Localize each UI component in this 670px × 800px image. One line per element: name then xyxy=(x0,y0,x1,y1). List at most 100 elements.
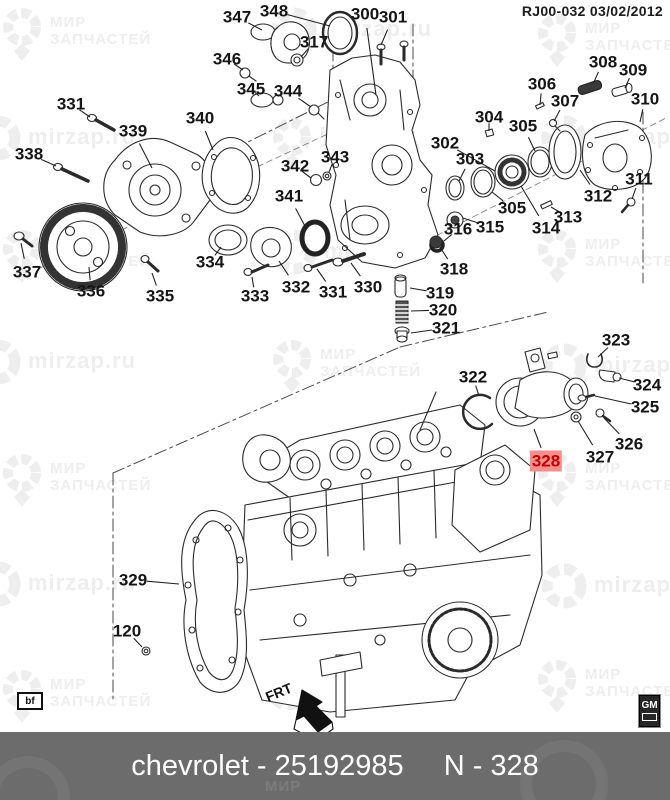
part-label-318[interactable]: 318 xyxy=(439,259,469,279)
part-label-341[interactable]: 341 xyxy=(274,186,304,206)
part-label-301[interactable]: 301 xyxy=(378,7,408,27)
water-outlet-housing xyxy=(461,347,622,431)
part-label-303[interactable]: 303 xyxy=(455,149,485,169)
part-label-328-highlighted[interactable]: 328 xyxy=(529,450,563,472)
part-label-312[interactable]: 312 xyxy=(583,186,613,206)
part-label-329[interactable]: 329 xyxy=(118,570,148,590)
part-label-305[interactable]: 305 xyxy=(497,198,527,218)
part-label-346[interactable]: 346 xyxy=(212,49,242,69)
part-label-326[interactable]: 326 xyxy=(614,434,644,454)
part-label-321[interactable]: 321 xyxy=(431,318,461,338)
watermark-pin-icon xyxy=(538,14,576,67)
part-label-315[interactable]: 315 xyxy=(475,217,505,237)
part-label-335[interactable]: 335 xyxy=(145,286,175,306)
part-label-322[interactable]: 322 xyxy=(458,367,488,387)
gm-logo-subbar xyxy=(642,713,657,721)
watermark-circle-icon xyxy=(0,561,21,607)
part-label-311[interactable]: 311 xyxy=(625,169,653,189)
watermark-site-text: mirzap.ru xyxy=(28,570,137,595)
watermark-pin-icon xyxy=(538,660,576,713)
watermark-pin-icon xyxy=(538,230,576,283)
gm-logo: GM xyxy=(639,695,660,727)
watermark: mirzap.ru xyxy=(0,112,136,164)
watermark: mirzap.ru xyxy=(0,336,136,388)
watermark-site-text: mirzap.ru xyxy=(594,572,670,597)
part-label-336[interactable]: 336 xyxy=(76,281,106,301)
part-label-313[interactable]: 313 xyxy=(553,207,583,227)
water-pump-parts xyxy=(103,137,332,268)
part-label-319[interactable]: 319 xyxy=(425,283,455,303)
footer-part-text: chevrolet - 25192985 xyxy=(131,749,404,782)
part-label-327[interactable]: 327 xyxy=(585,447,615,467)
part-label-347[interactable]: 347 xyxy=(222,7,252,27)
watermark: mirzap.ru xyxy=(0,558,136,610)
watermark-circle-icon xyxy=(0,339,21,385)
part-label-320[interactable]: 320 xyxy=(428,300,458,320)
engine-block xyxy=(239,391,543,718)
footer-watermark-circle xyxy=(0,756,70,800)
document-code: RJ00-032 03/02/2012 xyxy=(521,3,663,19)
part-label-324[interactable]: 324 xyxy=(632,375,662,395)
watermark-pin-icon xyxy=(273,118,311,171)
part-label-348[interactable]: 348 xyxy=(259,1,289,21)
tensioner-parts xyxy=(394,235,443,343)
part-label-305[interactable]: 305 xyxy=(508,116,538,136)
part-label-344[interactable]: 344 xyxy=(273,81,303,101)
engine-exploded-diagram: FRT xyxy=(13,10,667,732)
part-label-310[interactable]: 310 xyxy=(630,89,660,109)
part-label-307[interactable]: 307 xyxy=(550,91,580,111)
watermark: mirzap.ru xyxy=(538,560,670,612)
part-label-316[interactable]: 316 xyxy=(443,219,473,239)
thermostat-outlet-parts xyxy=(239,10,359,120)
pulley-and-bolts xyxy=(13,113,366,292)
part-label-345[interactable]: 345 xyxy=(236,79,266,99)
part-label-302[interactable]: 302 xyxy=(430,133,460,153)
part-label-325[interactable]: 325 xyxy=(630,397,660,417)
part-label-323[interactable]: 323 xyxy=(601,330,631,350)
part-label-333[interactable]: 333 xyxy=(240,286,270,306)
watermark-circle-icon xyxy=(0,115,21,161)
watermark-pin-icon xyxy=(273,340,311,393)
part-label-120[interactable]: 120 xyxy=(112,621,142,641)
footer-watermark-text: МИР xyxy=(265,778,302,795)
watermark-circle-icon xyxy=(541,563,587,609)
footer-caption-bar: МИР chevrolet - 25192985 N - 328 xyxy=(0,732,670,800)
part-label-314[interactable]: 314 xyxy=(531,218,561,238)
part-label-343[interactable]: 343 xyxy=(320,147,350,167)
watermark-pin-icon xyxy=(3,8,41,61)
part-label-309[interactable]: 309 xyxy=(618,60,648,80)
part-label-330[interactable]: 330 xyxy=(353,277,383,297)
part-label-308[interactable]: 308 xyxy=(588,52,618,72)
part-label-331[interactable]: 331 xyxy=(56,94,86,114)
part-label-340[interactable]: 340 xyxy=(185,108,215,128)
part-label-338[interactable]: 338 xyxy=(14,144,44,164)
part-label-300[interactable]: 300 xyxy=(350,4,380,24)
part-label-342[interactable]: 342 xyxy=(280,156,310,176)
part-label-332[interactable]: 332 xyxy=(281,277,311,297)
watermark-pin-icon xyxy=(3,454,41,507)
part-label-317[interactable]: 317 xyxy=(299,32,329,52)
part-label-331[interactable]: 331 xyxy=(318,282,348,302)
part-label-339[interactable]: 339 xyxy=(118,121,148,141)
part-label-334[interactable]: 334 xyxy=(195,252,225,272)
part-label-337[interactable]: 337 xyxy=(12,262,42,282)
gm-logo-text: GM xyxy=(641,700,658,711)
part-label-304[interactable]: 304 xyxy=(474,107,504,127)
part-label-306[interactable]: 306 xyxy=(527,74,557,94)
front-gasket xyxy=(141,510,248,693)
